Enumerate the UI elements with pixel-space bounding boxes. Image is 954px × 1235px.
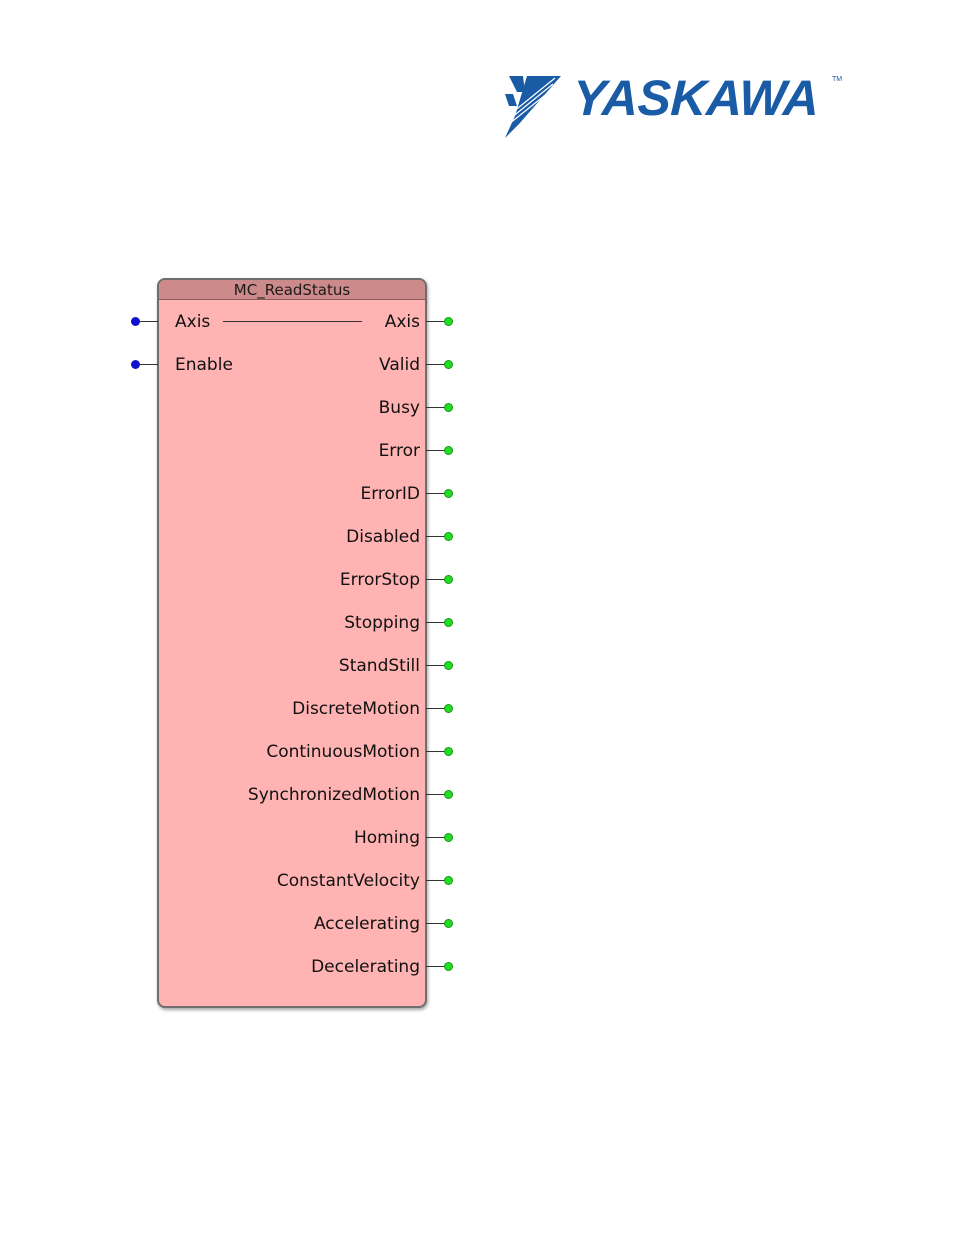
yaskawa-logo: YASKAWA TM [503, 70, 848, 142]
output-pin-label-errorid: ErrorID [360, 484, 420, 504]
trademark-mark: TM [832, 76, 843, 83]
output-pin-line [426, 751, 448, 752]
output-pin-label-constantvelocity: ConstantVelocity [276, 871, 420, 891]
output-pin-label-synchronizedmotion: SynchronizedMotion [247, 785, 420, 805]
output-pin-line [426, 923, 448, 924]
output-pin-connector[interactable] [444, 489, 453, 498]
output-pin-connector[interactable] [444, 575, 453, 584]
output-pin-label-stopping: Stopping [344, 613, 420, 633]
output-pin-label-homing: Homing [353, 828, 420, 848]
output-pin-line [426, 579, 448, 580]
output-pin-label-standstill: StandStill [338, 656, 420, 676]
output-pin-label-decelerating: Decelerating [311, 957, 420, 977]
output-pin-line [426, 837, 448, 838]
output-pin-line [426, 622, 448, 623]
yaskawa-logo-mark-icon [505, 76, 561, 138]
output-pin-line [426, 321, 448, 322]
input-pin-line [136, 364, 158, 365]
input-pin-connector[interactable] [131, 317, 140, 326]
output-pin-connector[interactable] [444, 747, 453, 756]
output-pin-line [426, 880, 448, 881]
output-pin-connector[interactable] [444, 360, 453, 369]
output-pin-line [426, 536, 448, 537]
output-pin-line [426, 966, 448, 967]
output-pin-connector[interactable] [444, 704, 453, 713]
function-block-title: MC_ReadStatus [159, 280, 425, 300]
output-pin-label-accelerating: Accelerating [313, 914, 420, 934]
output-pin-label-error: Error [378, 441, 420, 461]
output-pin-label-errorstop: ErrorStop [339, 570, 420, 590]
output-pin-connector[interactable] [444, 833, 453, 842]
output-pin-connector[interactable] [444, 403, 453, 412]
output-pin-line [426, 794, 448, 795]
output-pin-line [426, 708, 448, 709]
output-pin-connector[interactable] [444, 532, 453, 541]
output-pin-connector[interactable] [444, 317, 453, 326]
input-pin-label-axis: Axis [175, 312, 211, 332]
output-pin-label-discretemotion: DiscreteMotion [292, 699, 420, 719]
output-pin-connector[interactable] [444, 618, 453, 627]
output-pin-connector[interactable] [444, 661, 453, 670]
output-pin-label-disabled: Disabled [346, 527, 420, 547]
output-pin-connector[interactable] [444, 446, 453, 455]
output-pin-connector[interactable] [444, 919, 453, 928]
output-pin-line [426, 450, 448, 451]
output-pin-label-continuousmotion: ContinuousMotion [266, 742, 420, 762]
output-pin-label-valid: Valid [379, 355, 420, 375]
logo-text: YASKAWA [572, 70, 820, 126]
output-pin-line [426, 364, 448, 365]
output-pin-line [426, 493, 448, 494]
output-pin-connector[interactable] [444, 962, 453, 971]
axis-passthrough-line [223, 321, 362, 322]
function-block: MC_ReadStatus [157, 278, 427, 1008]
output-pin-line [426, 407, 448, 408]
input-pin-connector[interactable] [131, 360, 140, 369]
output-pin-connector[interactable] [444, 876, 453, 885]
input-pin-line [136, 321, 158, 322]
output-pin-label-busy: Busy [378, 398, 420, 418]
output-pin-line [426, 665, 448, 666]
output-pin-connector[interactable] [444, 790, 453, 799]
input-pin-label-enable: Enable [175, 355, 233, 375]
output-pin-label-axis: Axis [384, 312, 420, 332]
